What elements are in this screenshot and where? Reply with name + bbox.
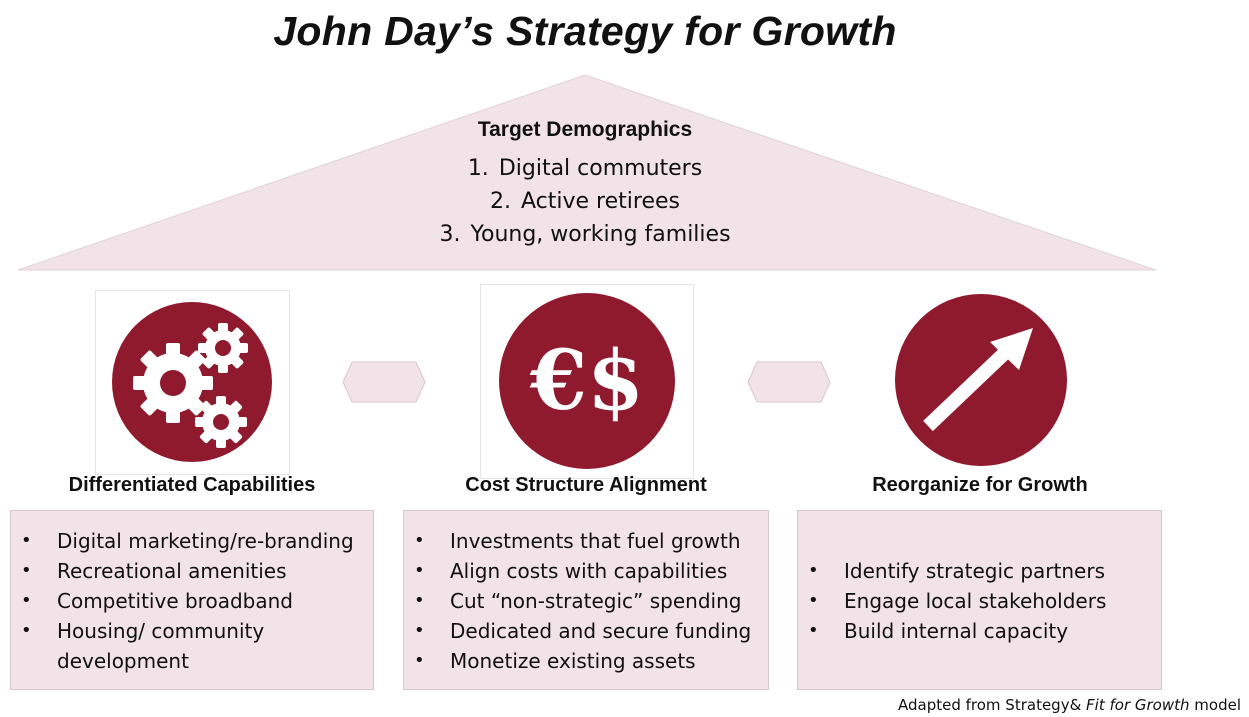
- roof-heading: Target Demographics: [477, 118, 693, 141]
- list-item: 1.Digital commuters: [467, 156, 703, 181]
- list-item: Competitive broadband: [11, 586, 373, 616]
- list-item: Digital marketing/re-branding: [11, 526, 373, 556]
- capabilities-panel: Digital marketing/re-branding Recreation…: [10, 510, 374, 690]
- gears-icon: [112, 302, 272, 462]
- pillar-title-cost: Cost Structure Alignment: [465, 474, 707, 496]
- growth-arrow-icon: [895, 294, 1067, 466]
- list-item: 3.Young, working families: [439, 222, 731, 247]
- growth-arrow-icon-box: [893, 292, 1069, 468]
- demographics-list: 1.Digital commuters 2.Active retirees 3.…: [370, 152, 800, 251]
- list-item: Monetize existing assets: [404, 646, 768, 676]
- reorganize-list: Identify strategic partners Engage local…: [798, 556, 1161, 646]
- pillar-title-capabilities: Differentiated Capabilities: [68, 474, 316, 496]
- list-item: Dedicated and secure funding: [404, 616, 768, 646]
- pillar-title-reorganize: Reorganize for Growth: [872, 474, 1088, 496]
- reorganize-panel: Identify strategic partners Engage local…: [797, 510, 1162, 690]
- list-item: Housing/ community development: [11, 616, 373, 676]
- currency-icon-box: €$: [480, 284, 694, 479]
- currency-symbols: €$: [529, 333, 644, 429]
- source-note: Adapted from Strategy& Fit for Growth mo…: [898, 696, 1241, 714]
- list-item: Build internal capacity: [798, 616, 1161, 646]
- list-item: Align costs with capabilities: [404, 556, 768, 586]
- page-title: John Day’s Strategy for Growth: [273, 8, 897, 54]
- list-item: Cut “non-strategic” spending: [404, 586, 768, 616]
- cost-panel: Investments that fuel growth Align costs…: [403, 510, 769, 690]
- gears-icon-box: [95, 290, 290, 475]
- connector-left: [342, 361, 426, 403]
- roof-triangle: [17, 74, 1157, 271]
- list-item: 2.Active retirees: [490, 189, 680, 214]
- list-item: Engage local stakeholders: [798, 586, 1161, 616]
- euro-dollar-icon: €$: [499, 293, 675, 469]
- list-item: Recreational amenities: [11, 556, 373, 586]
- connector-right: [747, 361, 831, 403]
- capabilities-list: Digital marketing/re-branding Recreation…: [11, 526, 373, 676]
- list-item: Identify strategic partners: [798, 556, 1161, 586]
- cost-list: Investments that fuel growth Align costs…: [404, 526, 768, 676]
- target-demographics: Target Demographics 1.Digital commuters …: [370, 118, 800, 251]
- list-item: Investments that fuel growth: [404, 526, 768, 556]
